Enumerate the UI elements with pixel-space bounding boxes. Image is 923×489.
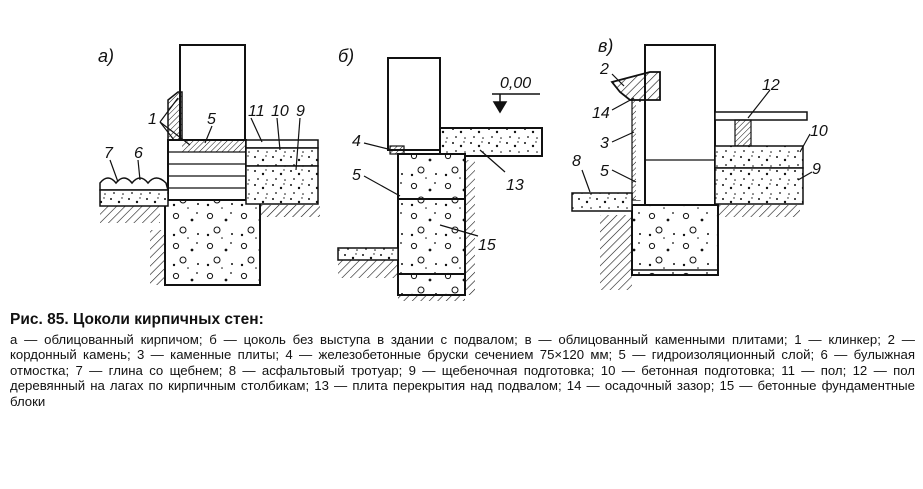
label-9: 9	[296, 103, 305, 120]
label-10: 10	[271, 103, 289, 120]
wall-b	[387, 57, 441, 151]
label-v-5: 5	[600, 163, 609, 180]
ground-hatch-b	[338, 258, 398, 278]
block-b-2	[397, 198, 466, 275]
label-11: 11	[248, 103, 265, 120]
ground-hatch-v-side	[600, 215, 632, 290]
block-b-3	[397, 273, 466, 296]
panel-v: в) 2 14 3 5 12 10 9 8	[571, 36, 828, 290]
label-5: 5	[207, 111, 216, 128]
concrete-prep-v	[714, 145, 804, 169]
ground-hatch-a-side	[150, 230, 165, 285]
ground-hatch-a-right	[260, 205, 320, 217]
gravel-prep-v	[714, 167, 804, 205]
panel-label-b: б)	[338, 46, 354, 66]
foundation-a	[164, 199, 261, 286]
label-b-15: 15	[478, 237, 496, 254]
cordon-stone-v	[610, 71, 661, 101]
floor-slab-b	[439, 127, 543, 157]
label-b-13: 13	[506, 177, 524, 194]
label-b-5: 5	[352, 167, 361, 184]
asphalt-v	[571, 192, 633, 212]
cobble-paving-a	[99, 177, 169, 191]
gravel-prep-a	[245, 165, 319, 205]
label-1: 1	[148, 111, 157, 128]
brick-post-v	[734, 119, 752, 147]
level-mark: 0,00	[500, 75, 531, 92]
asphalt-b	[337, 247, 399, 261]
concrete-prep-a	[245, 147, 319, 167]
floor-a	[245, 139, 319, 149]
clay-gravel-a	[99, 189, 169, 207]
label-7: 7	[104, 145, 114, 162]
caption-title: Рис. 85. Цоколи кирпичных стен:	[10, 311, 264, 328]
ground-hatch-v-right	[718, 205, 800, 217]
label-v-9: 9	[812, 161, 821, 178]
panel-b: б) 0,00 4 5 13 15	[337, 46, 543, 301]
rc-bar-b	[389, 145, 405, 155]
label-v-3: 3	[600, 135, 609, 152]
wood-floor-v	[714, 111, 808, 121]
label-v-8: 8	[572, 153, 581, 170]
label-v-2: 2	[599, 61, 609, 78]
panel-label-a: а)	[98, 46, 114, 66]
label-v-12: 12	[762, 77, 780, 94]
label-v-10: 10	[810, 123, 828, 140]
ground-hatch-b-bottom	[398, 295, 465, 301]
foundation-v	[631, 204, 719, 276]
label-6: 6	[134, 145, 143, 162]
label-v-14: 14	[592, 105, 610, 122]
figure-caption: Рис. 85. Цоколи кирпичных стен: а — обли…	[10, 312, 915, 409]
panel-label-v: в)	[598, 36, 613, 56]
block-b-1	[397, 153, 466, 200]
label-b-4: 4	[352, 133, 361, 150]
waterproofing-a	[182, 140, 246, 152]
ground-hatch-a-left	[100, 205, 160, 223]
foundation-diagram: а) 1 5 11 10 9 7 6	[98, 36, 828, 301]
wall-v	[644, 44, 716, 206]
ground-hatch-b-side	[465, 160, 475, 295]
caption-legend: а — облицованный кирпичом; б — цоколь бе…	[10, 331, 915, 409]
panel-a: а) 1 5 11 10 9 7 6	[98, 44, 320, 286]
